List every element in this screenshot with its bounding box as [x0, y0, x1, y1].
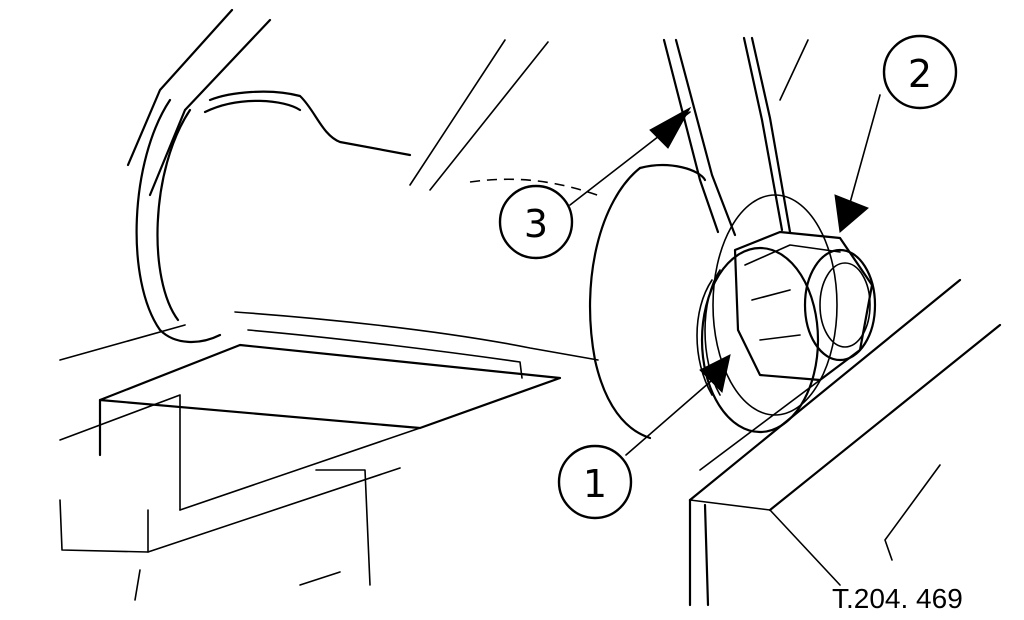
callout-3-label: 3	[524, 202, 548, 246]
callout-2: 2	[882, 34, 958, 110]
upper-frame-rails	[126, 8, 549, 197]
callout-3: 3	[498, 184, 574, 260]
callout-2-label: 2	[908, 52, 932, 96]
arrowhead-3	[649, 106, 692, 149]
arrowhead-2	[834, 194, 869, 233]
spanner-handle	[662, 36, 809, 237]
strut-body	[135, 90, 721, 440]
mounting-nut	[700, 194, 877, 434]
lower-support-blocks	[59, 324, 562, 601]
callout-1-label: 1	[583, 462, 607, 506]
right-frame-member	[688, 278, 1002, 607]
arrowhead-1	[699, 354, 731, 394]
callout-1: 1	[557, 444, 633, 520]
leader-lines	[569, 94, 881, 456]
reference-code: T.204. 469	[832, 583, 963, 614]
